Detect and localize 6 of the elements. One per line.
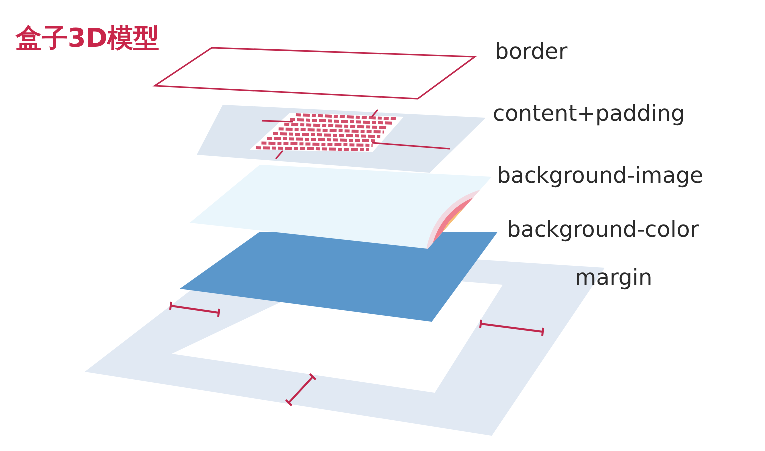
layer-label: content+padding [493,104,686,126]
layer-label: background-image [497,166,704,188]
layer-label: border [495,42,568,64]
layer-label: margin [575,268,653,290]
layer-label: background-color [507,220,700,242]
title: 盒子3D模型 [16,26,160,52]
